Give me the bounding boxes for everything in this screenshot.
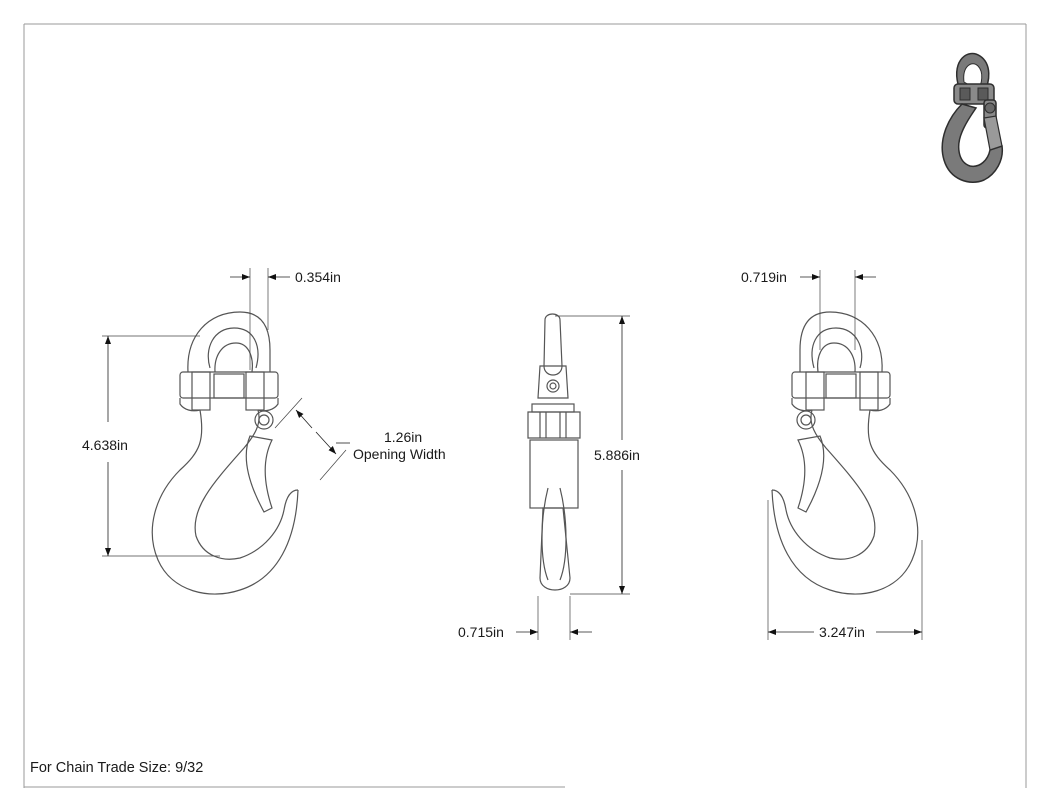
dim-label-0715: 0.715in	[458, 624, 504, 640]
footer-chain-trade-size: For Chain Trade Size: 9/32	[30, 760, 204, 776]
dim-4638: 4.638in	[82, 335, 220, 557]
dim-label-4638: 4.638in	[82, 437, 128, 453]
dim-label-0719: 0.719in	[741, 269, 787, 285]
dim-label-3247: 3.247in	[819, 624, 865, 640]
sheet-border	[23, 23, 1027, 788]
front-view-hook	[151, 311, 299, 595]
back-view-hook	[771, 311, 919, 595]
dim-0354: 0.354in	[230, 268, 341, 370]
dim-3247: 3.247in	[767, 500, 923, 640]
iso-hook-thumbnail	[941, 52, 1004, 183]
dim-5886: 5.886in	[555, 315, 640, 595]
dim-label-opening-text: Opening Width	[353, 446, 446, 462]
dim-0719: 0.719in	[741, 269, 876, 350]
dim-label-5886: 5.886in	[594, 447, 640, 463]
dim-label-opening-value: 1.26in	[384, 429, 422, 445]
side-view-hook	[527, 313, 581, 591]
dim-opening-width: 1.26in Opening Width	[274, 397, 446, 481]
dim-0715: 0.715in	[458, 596, 592, 640]
dim-label-0354: 0.354in	[295, 269, 341, 285]
